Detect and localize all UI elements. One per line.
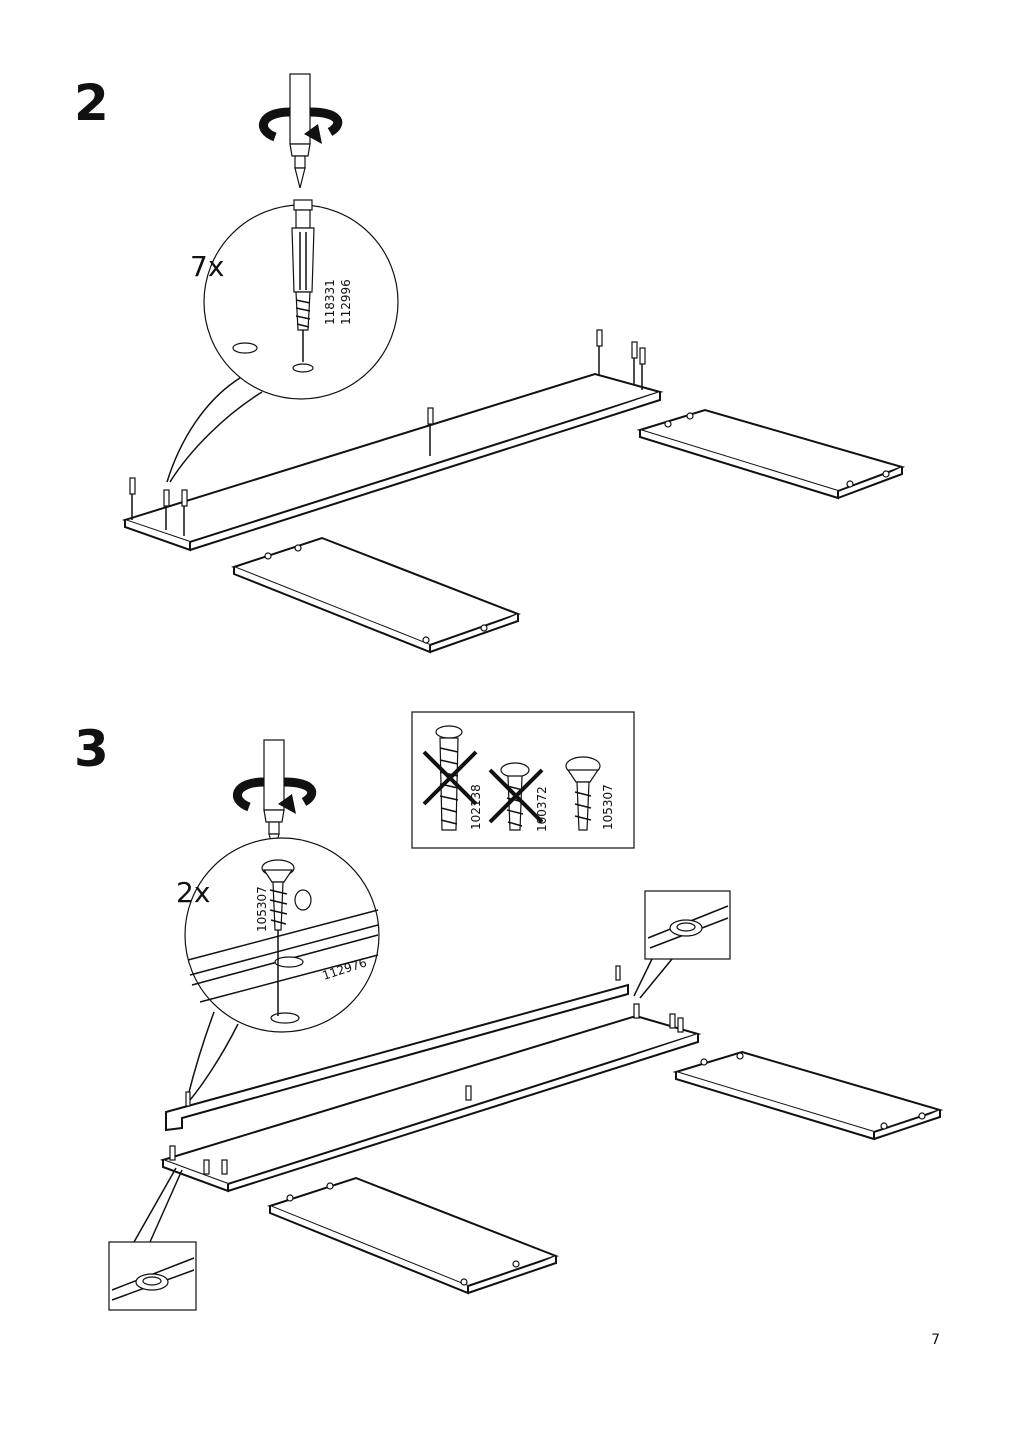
cross-icon (488, 768, 544, 824)
side-panel-left (267, 1176, 559, 1295)
rotation-arrow-icon (233, 777, 317, 814)
dowels (129, 329, 646, 536)
screw-code: 105307 (255, 886, 269, 932)
side-panel-right (672, 1050, 944, 1141)
side-panel-right (636, 408, 906, 500)
wall-rail (165, 983, 629, 1132)
step-2-drawing: 7x 118331 112996 (121, 73, 906, 654)
cross-icon (422, 750, 478, 806)
top-panel (159, 1014, 702, 1193)
step-2-quantity: 7x (190, 250, 224, 283)
screw-icon (261, 859, 295, 1016)
part-code-112996: 112996 (339, 279, 353, 325)
step-2-number: 2 (74, 74, 109, 132)
page-number: 7 (931, 1332, 940, 1348)
cam-bolt-icon (291, 199, 315, 362)
screw-option-3-correct: 105307 (565, 756, 615, 831)
screw-option-code: 105307 (601, 784, 615, 830)
screw-option-code: 102138 (469, 784, 483, 830)
screw-option-2: 100372 (488, 762, 549, 832)
rotation-arrow-icon (259, 107, 343, 144)
step-3-number: 3 (74, 720, 109, 778)
step-3-quantity: 2x (176, 876, 210, 909)
screwdriver-icon (289, 73, 311, 189)
screw-option-1: 102138 (422, 725, 483, 831)
part-code-118331: 118331 (323, 279, 337, 325)
dowels (169, 965, 684, 1175)
side-panel-left (231, 536, 521, 654)
step-3-drawing: 2x 105307 112976 102138 100372 105307 (108, 711, 944, 1311)
top-panel (121, 372, 664, 552)
screw-option-code: 100372 (535, 786, 549, 832)
detail-box-bottom-left (108, 1167, 197, 1311)
detail-box-top-right (633, 890, 731, 999)
screwdriver-icon (263, 739, 285, 855)
